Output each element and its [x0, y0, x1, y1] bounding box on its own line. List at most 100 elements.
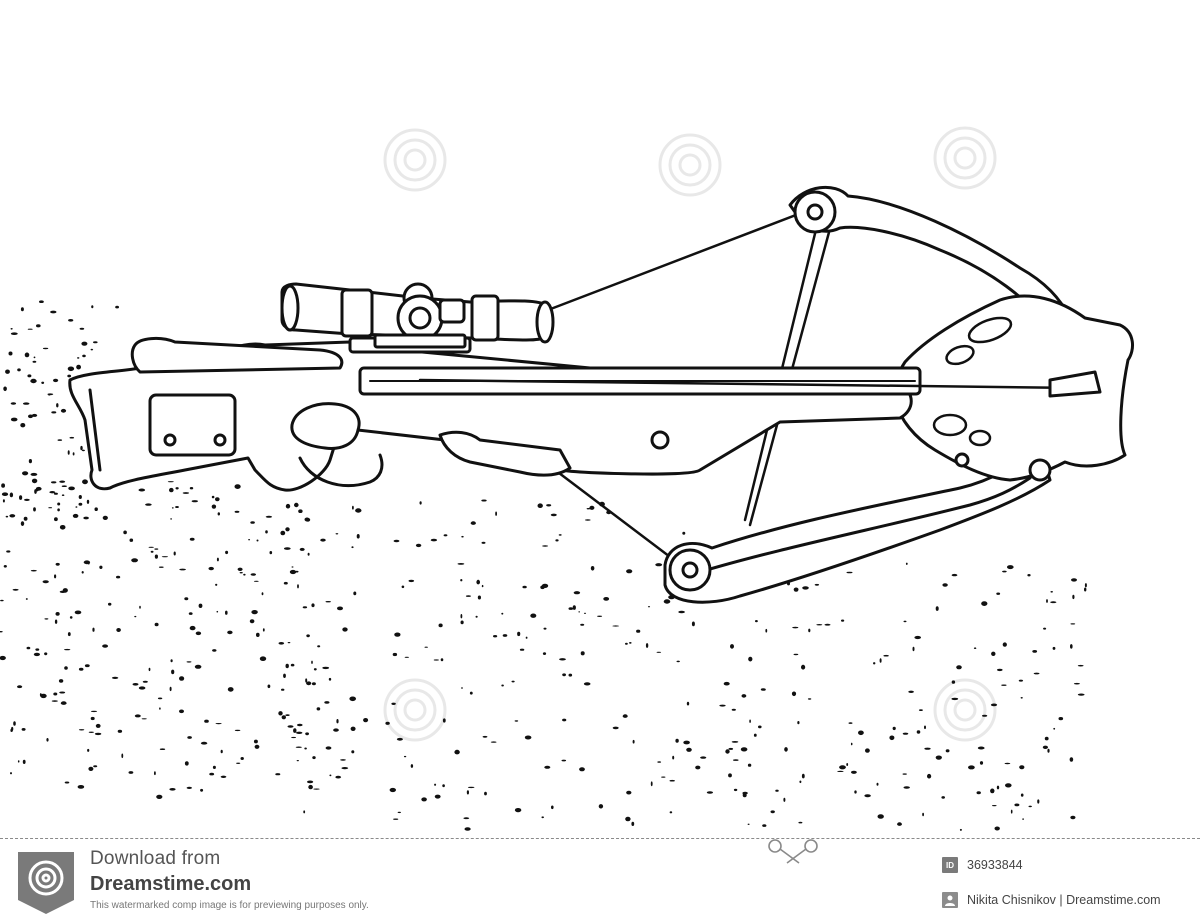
ink-speck — [200, 741, 208, 745]
ink-speck — [342, 627, 348, 632]
ink-speck — [33, 507, 36, 512]
ink-speck — [336, 719, 339, 724]
ink-speck — [442, 784, 445, 788]
ink-speck — [465, 595, 471, 597]
ink-speck — [762, 824, 767, 827]
ink-speck — [159, 748, 166, 750]
ink-speck — [82, 354, 86, 358]
ink-speck — [88, 766, 94, 772]
ink-speck — [261, 592, 264, 596]
ink-speck — [883, 654, 889, 657]
ink-speck — [1050, 601, 1057, 604]
ink-speck — [568, 673, 573, 677]
ink-speck — [17, 760, 20, 763]
ink-speck — [1072, 594, 1075, 600]
ink-speck — [424, 646, 428, 648]
ink-speck — [341, 767, 349, 770]
ink-speck — [879, 658, 882, 663]
ink-speck — [941, 796, 945, 799]
ink-speck — [53, 692, 58, 696]
ink-speck — [905, 562, 908, 565]
rail-bolt — [650, 430, 670, 450]
ink-speck — [572, 605, 576, 610]
ink-speck — [283, 581, 288, 585]
ink-speck — [186, 661, 192, 663]
ink-speck — [54, 517, 58, 522]
ink-speck — [297, 584, 299, 589]
ink-speck — [517, 631, 521, 637]
ink-speck — [154, 548, 159, 550]
stock-screw — [163, 433, 177, 447]
ink-speck — [10, 332, 18, 336]
ink-speck — [12, 588, 19, 591]
watermark-swirl — [658, 133, 722, 197]
ink-speck — [625, 642, 628, 645]
ink-speck — [80, 445, 83, 451]
ink-speck — [1070, 815, 1076, 820]
ink-speck — [956, 665, 962, 670]
ink-speck — [542, 652, 547, 655]
ink-speck — [443, 534, 448, 537]
ink-speck — [740, 747, 748, 752]
ink-speck — [854, 790, 857, 794]
ink-speck — [285, 663, 289, 669]
ink-speck — [67, 366, 75, 372]
ink-speck — [996, 785, 1000, 790]
ink-speck — [924, 725, 926, 730]
ink-speck — [55, 562, 60, 566]
ink-speck — [583, 682, 591, 686]
ink-speck — [82, 479, 88, 485]
ink-speck — [461, 687, 463, 689]
ink-speck — [211, 504, 217, 509]
ink-speck — [603, 597, 610, 601]
ink-speck — [25, 598, 28, 600]
ink-speck — [495, 511, 497, 516]
ink-speck — [34, 489, 37, 494]
ink-speck — [320, 538, 326, 542]
butt-plate — [88, 388, 102, 472]
ink-speck — [839, 765, 846, 770]
ink-speck — [57, 439, 63, 441]
ink-speck — [141, 718, 147, 720]
ink-speck — [74, 610, 82, 615]
ink-speck — [303, 810, 306, 814]
ink-speck — [212, 649, 217, 652]
ink-speck — [312, 756, 316, 760]
ink-speck — [251, 610, 258, 615]
ink-speck — [328, 677, 332, 681]
ink-speck — [94, 732, 102, 736]
ink-speck — [335, 775, 342, 779]
ink-speck — [191, 500, 198, 503]
ink-speck — [356, 534, 360, 539]
ink-speck — [753, 733, 757, 737]
ink-speck — [438, 623, 443, 628]
ink-speck — [44, 652, 48, 656]
ink-speck — [922, 812, 924, 817]
ink-speck — [841, 619, 845, 622]
ink-speck — [514, 808, 522, 813]
ink-speck — [589, 505, 595, 510]
ink-speck — [0, 655, 6, 661]
ink-speck — [211, 495, 215, 499]
ink-speck — [156, 794, 163, 800]
ink-speck — [99, 565, 103, 569]
ink-speck — [864, 794, 871, 798]
ink-speck — [189, 487, 194, 490]
ink-speck — [278, 642, 285, 645]
ink-speck — [93, 341, 98, 344]
ink-speck — [308, 784, 313, 790]
ink-speck — [902, 732, 909, 735]
ink-speck — [20, 521, 25, 526]
ink-speck — [460, 620, 464, 625]
ink-speck — [466, 790, 469, 795]
ink-speck — [1019, 765, 1025, 770]
ink-speck — [541, 816, 544, 819]
ink-speck — [350, 726, 356, 731]
ink-speck — [69, 616, 73, 619]
ink-speck — [154, 771, 156, 776]
ink-speck — [945, 749, 950, 753]
ink-speck — [793, 587, 799, 592]
ink-speck — [68, 319, 74, 322]
ink-speck — [802, 586, 809, 590]
ink-speck — [476, 579, 481, 585]
